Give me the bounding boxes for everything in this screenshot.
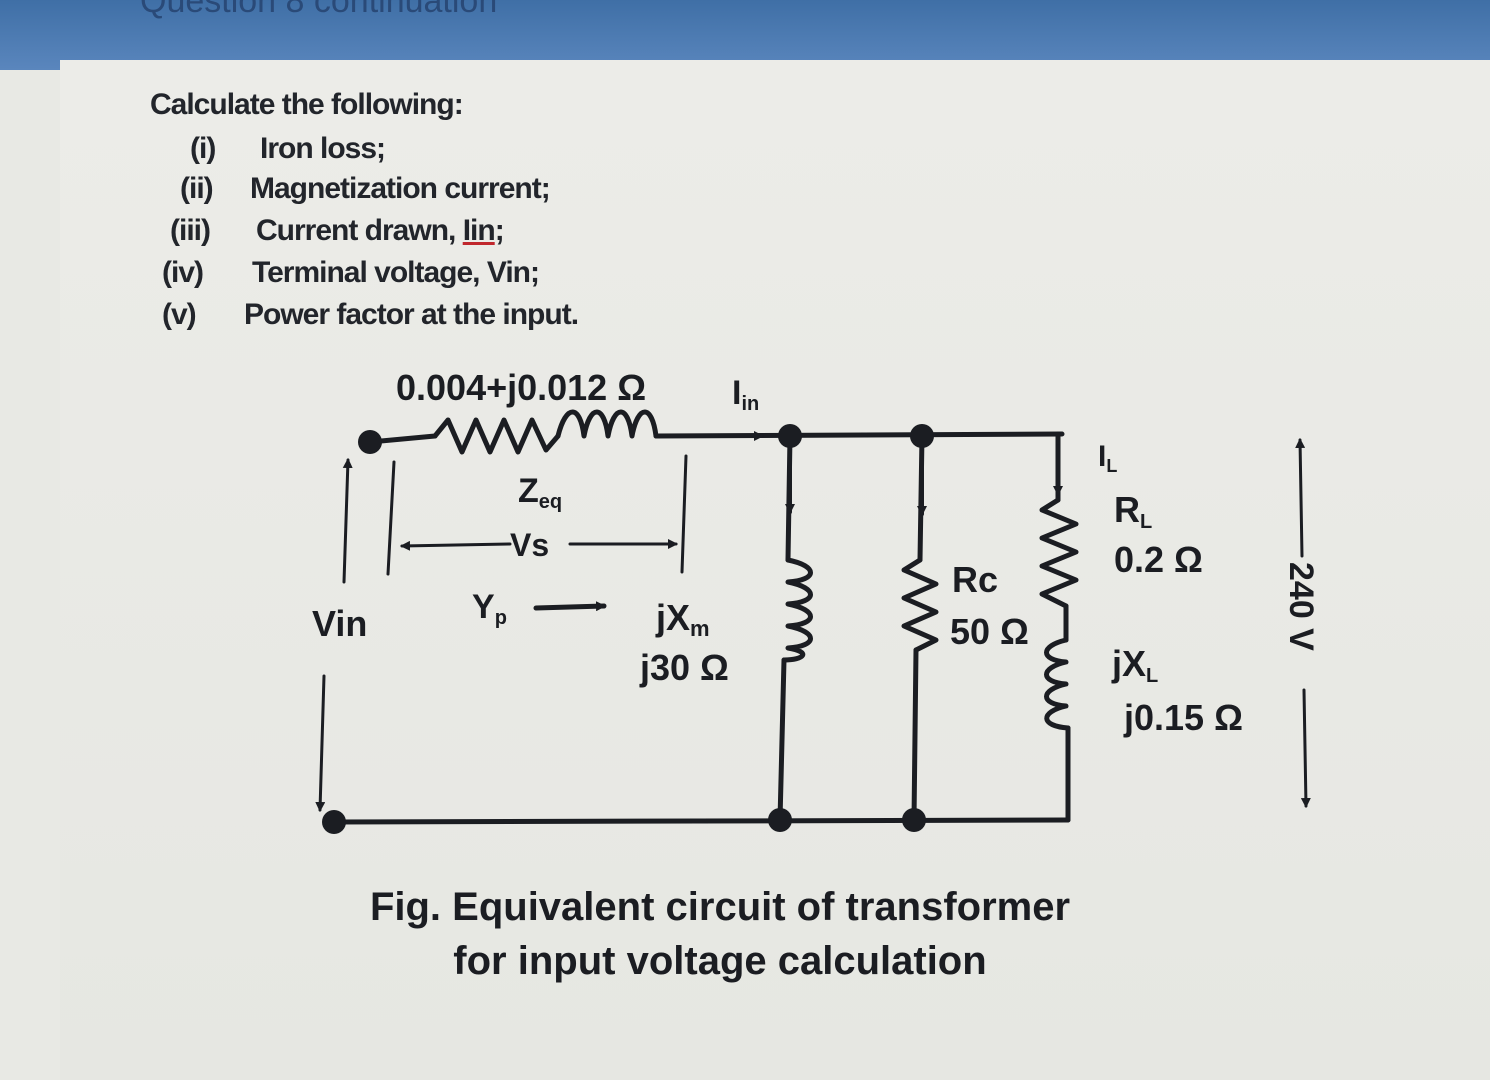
vin-arrow-up bbox=[342, 458, 353, 584]
series-inductor bbox=[555, 409, 659, 439]
task-number: (v) bbox=[162, 298, 197, 331]
vs-arrow-left bbox=[400, 540, 512, 551]
xm-label: jXm bbox=[655, 597, 710, 641]
node-top-rc bbox=[910, 424, 934, 448]
caption-line-1: Fig. Equivalent circuit of transformer bbox=[369, 885, 1071, 929]
vs-right-tick bbox=[680, 454, 688, 574]
rc-value-label: 50 Ω bbox=[950, 611, 1029, 652]
task-text-underlined: Iin bbox=[462, 214, 496, 247]
vs-label: Vs bbox=[510, 527, 549, 563]
figure-caption: Fig. Equivalent circuit of transformer f… bbox=[300, 880, 1140, 988]
input-node-top bbox=[358, 430, 382, 454]
task-number: (iv) bbox=[162, 256, 204, 289]
rl-value-label: 0.2 Ω bbox=[1114, 539, 1203, 580]
rl-label: RL bbox=[1114, 489, 1152, 533]
load-voltage-arrow-down bbox=[1300, 688, 1311, 808]
rc-resistor bbox=[901, 557, 939, 653]
load-resistor bbox=[1039, 497, 1079, 609]
xl-value-label: j0.15 Ω bbox=[1123, 697, 1243, 738]
question-intro: Calculate the following: bbox=[150, 88, 464, 121]
yp-label: Yp bbox=[472, 588, 507, 629]
task-item: (iii) Current drawn, Iin; bbox=[170, 214, 505, 248]
task-number: (ii) bbox=[180, 172, 214, 205]
task-text: Terminal voltage, Vin; bbox=[252, 256, 540, 289]
question-sheet bbox=[60, 60, 1490, 1080]
task-item: (v) Power factor at the input. bbox=[162, 298, 579, 332]
node-bottom-xm bbox=[768, 808, 792, 832]
load-voltage-label: 240 V bbox=[1282, 562, 1320, 651]
xm-branch-bottom bbox=[777, 657, 787, 823]
load-inductor bbox=[1044, 637, 1071, 731]
input-node-bottom bbox=[322, 810, 346, 834]
task-number: (i) bbox=[190, 132, 216, 165]
node-top-xm bbox=[778, 424, 802, 448]
top-wire-right bbox=[653, 431, 1065, 439]
task-text: Current drawn, bbox=[256, 214, 463, 247]
task-text: Power factor at the input. bbox=[244, 298, 579, 331]
il-label: IL bbox=[1098, 440, 1117, 476]
rc-label: Rc bbox=[952, 559, 998, 600]
task-text: Iron loss; bbox=[260, 132, 386, 165]
vin-arrow-down bbox=[315, 674, 326, 812]
xm-value-label: j30 Ω bbox=[639, 647, 729, 688]
task-item: (iv) Terminal voltage, Vin; bbox=[162, 256, 540, 290]
task-text: ; bbox=[494, 214, 505, 247]
task-item: (i) Iron loss; bbox=[190, 132, 386, 166]
xm-inductor bbox=[781, 557, 813, 663]
series-resistor bbox=[432, 417, 561, 455]
vs-left-tick bbox=[386, 460, 396, 576]
vin-label: Vin bbox=[312, 603, 367, 644]
rc-branch-bottom bbox=[911, 647, 919, 823]
task-item: (ii) Magnetization current; bbox=[180, 172, 551, 206]
series-impedance-label: 0.004+j0.012 Ω bbox=[396, 367, 646, 408]
caption-line-2: for input voltage calculation bbox=[453, 939, 987, 983]
node-bottom-rc bbox=[902, 808, 926, 832]
task-text: Magnetization current; bbox=[250, 172, 551, 205]
header-title: Question 8 continuation bbox=[140, 0, 498, 20]
yp-arrow bbox=[533, 601, 607, 612]
zeq-label: Zeq bbox=[518, 472, 562, 513]
iin-label: Iin bbox=[732, 374, 759, 415]
xl-label: jXL bbox=[1111, 643, 1158, 687]
bottom-wire bbox=[331, 817, 1071, 825]
load-voltage-arrow-up bbox=[1295, 438, 1306, 558]
window-header: Question 8 continuation bbox=[0, 0, 1490, 70]
task-number: (iii) bbox=[170, 214, 211, 247]
